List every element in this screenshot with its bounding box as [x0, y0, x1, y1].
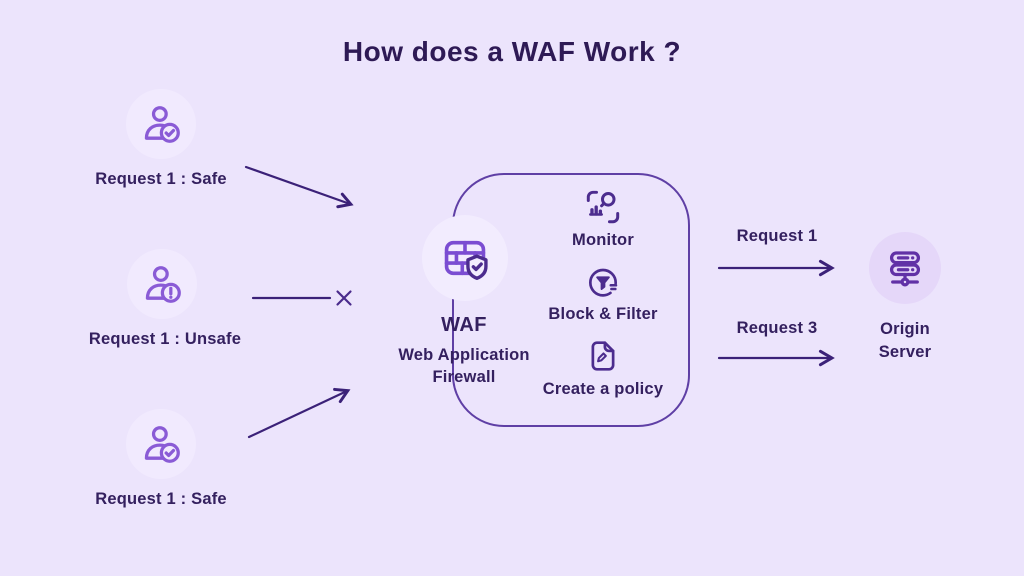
monitor-icon	[582, 186, 624, 228]
server-icon	[882, 245, 928, 291]
waf-function-create-policy: Create a policy	[542, 380, 664, 398]
user-alert-icon	[139, 261, 185, 307]
waf-function-block-filter: Block & Filter	[548, 305, 658, 323]
user-check-icon	[138, 101, 184, 147]
origin-server-label: Origin Server	[878, 320, 932, 361]
forward-label-request-3: Request 3	[736, 319, 818, 337]
request-node-unsafe	[127, 249, 197, 319]
filter-icon	[584, 264, 622, 302]
arrow-request-safe-top	[244, 165, 354, 209]
request-label-safe-1: Request 1 : Safe	[95, 170, 227, 188]
firewall-shield-icon	[438, 231, 492, 285]
origin-server-node	[869, 232, 941, 304]
blocked-x-icon	[336, 290, 352, 306]
waf-node	[422, 215, 508, 301]
page-title: How does a WAF Work ?	[342, 36, 682, 67]
arrow-request-safe-bottom	[247, 387, 351, 439]
waf-function-monitor: Monitor	[572, 231, 634, 249]
waf-acronym: WAF	[441, 314, 487, 336]
waf-fullname: Web Application Firewall	[398, 346, 530, 386]
forward-label-request-1: Request 1	[736, 227, 818, 245]
policy-document-icon	[584, 337, 622, 375]
request-label-unsafe: Request 1 : Unsafe	[88, 330, 242, 348]
request-node-safe-2	[126, 409, 196, 479]
waf-box	[452, 173, 690, 427]
user-check-icon	[138, 421, 184, 467]
request-node-safe-1	[126, 89, 196, 159]
request-label-safe-2: Request 1 : Safe	[95, 490, 227, 508]
